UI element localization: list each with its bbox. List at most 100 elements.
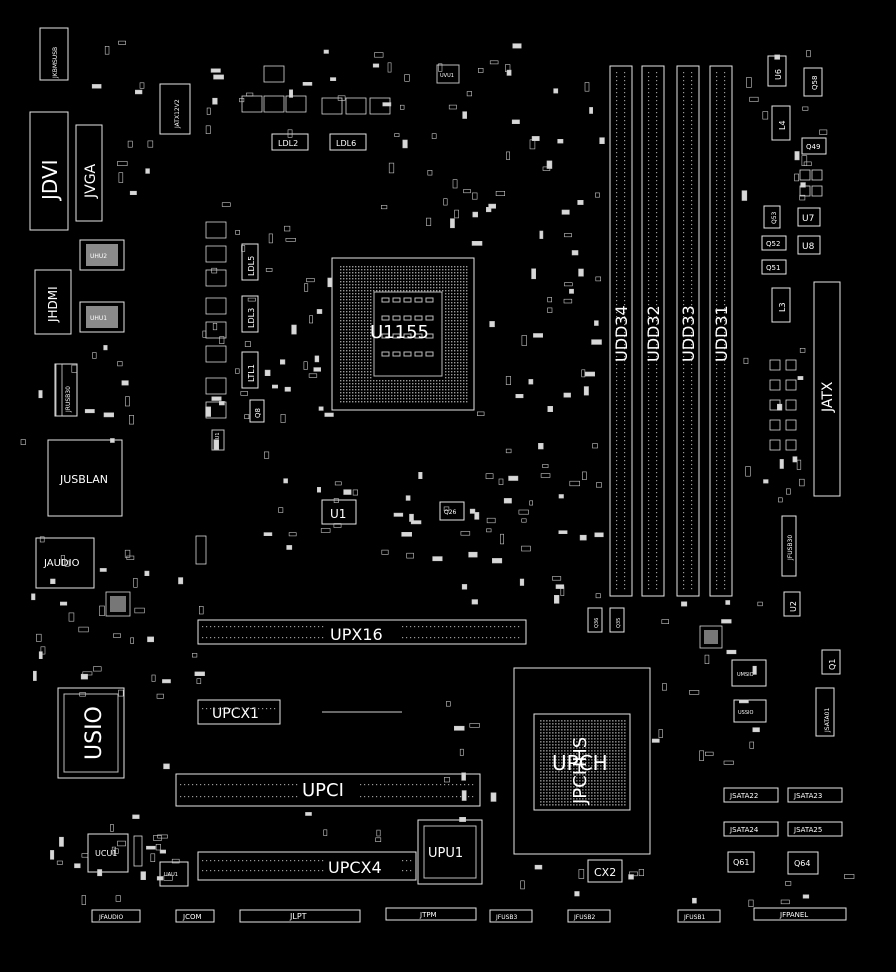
- q8-mosfet: [249, 399, 265, 423]
- dimm-slot-udd34: [609, 65, 633, 597]
- ldl5-label: LDL5: [247, 256, 256, 276]
- jcom-header: [175, 909, 215, 923]
- vga-connector: [75, 124, 103, 222]
- u1-label: U1: [330, 507, 346, 521]
- sata22-label: JSATA22: [729, 792, 758, 800]
- right-power-area: JATX U6 Q58 L4 Q49 Q53 U7 Q52 U8 Q51 L3 …: [731, 55, 841, 737]
- q36-label: Q36: [594, 618, 600, 628]
- pcie-x4-label: UPCX4: [328, 858, 382, 877]
- sata25-port: [787, 821, 843, 837]
- socket-pin-grid: [340, 266, 468, 403]
- ldl2-label: LDL2: [278, 139, 298, 148]
- usb-lan-connector: [47, 439, 123, 517]
- ldl6-label: LDL6: [336, 139, 356, 148]
- jfpanel-label: JFPANEL: [779, 911, 808, 919]
- dimm-slot-udd32: [641, 65, 665, 597]
- sata24-label: JSATA24: [729, 826, 759, 834]
- kbms-usb-label: JKBMSUSB: [52, 47, 59, 79]
- q1-mosfet: [821, 649, 841, 675]
- uhu2-label: UHU2: [90, 253, 107, 260]
- dimm-slot-udd33: [676, 65, 700, 597]
- usb30-label: JRUSB30: [65, 386, 72, 413]
- sata23-port: [787, 787, 843, 803]
- pci-slot: [175, 773, 481, 807]
- passive-components: [20, 40, 855, 907]
- atx-power-label: JATX: [820, 381, 836, 413]
- pch-label: UPCH: [552, 751, 608, 775]
- jlpt-header: [239, 909, 361, 923]
- usb-lan-label: JUSBLAN: [59, 473, 108, 486]
- kbms-usb-connector: [39, 27, 69, 81]
- pch-area: CX2 Q36 Q35: [513, 607, 651, 883]
- l4-inductor: [771, 105, 791, 141]
- upu1-label: UPU1: [428, 846, 463, 861]
- atx12v-label: JATX12V2: [174, 99, 181, 129]
- pcie-x4-slot: [197, 851, 417, 881]
- l3-inductor: [771, 287, 791, 323]
- q51-label: Q51: [766, 264, 780, 272]
- jfusb2-header: [567, 909, 611, 923]
- ussio-chip: [733, 699, 767, 723]
- uau1-chip: [159, 861, 189, 887]
- usb30-connector: [54, 363, 78, 417]
- q1-label: Q1: [828, 659, 837, 670]
- q49-mosfet: [801, 137, 827, 155]
- ltl1-inductor: [241, 351, 259, 389]
- umsio-label: UMSIO: [737, 672, 754, 678]
- sata-ports: JSATA22 JSATA23 JSATA24 JSATA25 Q61 Q64: [723, 787, 843, 875]
- q52-label: Q52: [766, 240, 780, 248]
- u6-label: U6: [774, 69, 783, 80]
- q8-label: Q8: [254, 408, 262, 418]
- u2-chip: [783, 591, 801, 617]
- upu1-chip: [417, 819, 483, 885]
- u8-chip: [797, 235, 821, 255]
- q61-mosfet: [727, 851, 755, 873]
- sata01-label: JSATA01: [824, 708, 831, 733]
- ussio-label: USSIO: [738, 710, 753, 716]
- hdmi-label: JHDMI: [46, 286, 60, 323]
- ucu1-label: UCU1: [95, 849, 117, 858]
- pch-heatsink-outline: [513, 667, 651, 855]
- q35-mosfet: [609, 607, 625, 633]
- dimm-label-udd34: UDD34: [612, 305, 631, 362]
- jfusb1-header: [677, 909, 721, 923]
- front-usb30-header: [781, 515, 797, 577]
- jtpm-header: [385, 907, 477, 921]
- jfusb3-header: [489, 909, 533, 923]
- uhu1-label: UHU1: [90, 315, 107, 322]
- pcie-x1-slot: [197, 699, 281, 725]
- cx2-label: CX2: [594, 866, 616, 879]
- q64-label: Q64: [794, 859, 810, 868]
- ucu1-chip: [87, 833, 129, 873]
- q58-label: Q58: [811, 76, 819, 90]
- dimm-label-udd32: UDD32: [644, 305, 663, 362]
- dvi-connector: [29, 111, 69, 231]
- q58-mosfet: [803, 67, 823, 97]
- ldl3-inductor: [241, 295, 259, 333]
- q64-mosfet: [787, 851, 819, 875]
- vrm-area: JATX12V2 LDL2 LDL6 LDL5 LDL3 LTL1 Q8 UPU…: [159, 64, 460, 451]
- dimm-slots: UDD34 UDD32 UDD33 UDD31: [609, 65, 733, 597]
- q36-mosfet: [587, 607, 603, 633]
- umsio-chip: [731, 659, 767, 687]
- sata01-connector: [815, 687, 835, 737]
- q53-mosfet: [763, 205, 781, 229]
- pch-heatsink-label: JPCHHS: [570, 737, 591, 805]
- dimm-label-udd31: UDD31: [712, 305, 731, 362]
- jfaudio-header: [91, 909, 141, 923]
- sata23-label: JSATA23: [793, 792, 822, 800]
- rear-io-connectors: JKBMSUSB JDVI JVGA JHDMI JRUSB30 JUSBLAN…: [29, 27, 125, 589]
- q26-label: Q26: [444, 509, 457, 516]
- pcie-x1-label: UPCX1: [212, 706, 259, 722]
- dimm-label-udd33: UDD33: [679, 305, 698, 362]
- l4-label: L4: [778, 120, 787, 130]
- ltl1-label: LTL1: [247, 364, 256, 382]
- cpu-socket-label: U1155: [370, 322, 429, 343]
- jfusb3-label: JFUSB3: [495, 914, 518, 921]
- atx12v-connector: [159, 83, 191, 135]
- ldl6-inductor: [329, 133, 367, 151]
- q49-label: Q49: [806, 143, 820, 151]
- q35-label: Q35: [616, 618, 622, 628]
- jfusb1-label: JFUSB1: [683, 914, 706, 921]
